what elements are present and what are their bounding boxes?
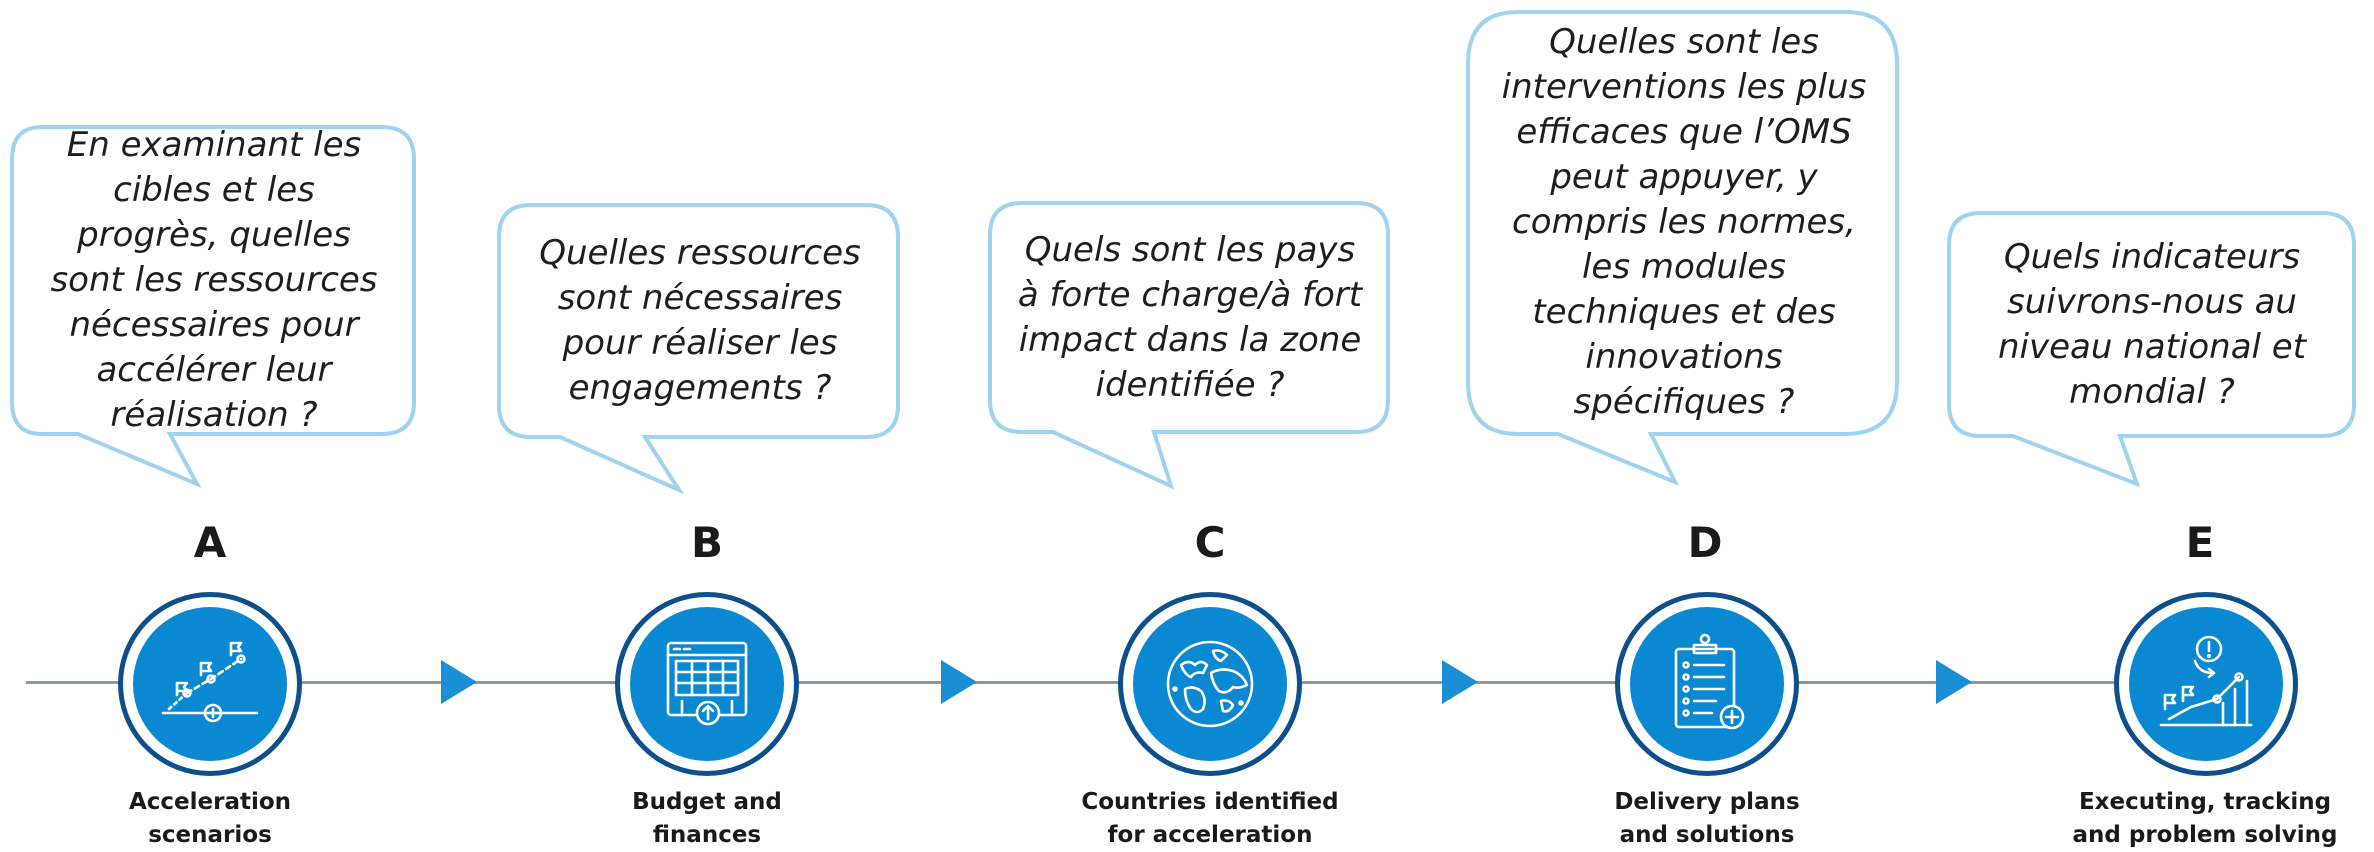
caption-a: Acceleration scenarios	[128, 789, 292, 848]
budget-spreadsheet-icon	[666, 641, 748, 726]
question-e: Quels indicateurs suivrons-nous au nivea…	[1997, 236, 2307, 412]
arrow-icon	[941, 660, 977, 704]
question-c: Quels sont les pays à forte charge/à for…	[1017, 229, 1363, 405]
tracking-growth-icon	[2159, 635, 2253, 727]
arrow-icon	[1936, 660, 1972, 704]
step-node-d	[1615, 592, 1799, 776]
step-letter-d: D	[1687, 518, 1723, 567]
caption-e: Executing, tracking and problem solving	[2072, 789, 2338, 848]
caption-c: Countries identified for acceleration	[1081, 789, 1339, 848]
question-b: Quelles ressources sont nécessaires pour…	[539, 233, 861, 408]
arrow-icon	[441, 660, 477, 704]
speech-bubble-d	[1466, 10, 1899, 486]
caption-d: Delivery plans and solutions	[1614, 789, 1800, 848]
step-node-c	[1118, 592, 1302, 776]
arrow-icon	[1442, 660, 1478, 704]
acceleration-scenarios-icon	[161, 641, 259, 723]
step-letter-a: A	[193, 518, 227, 567]
caption-b: Budget and finances	[632, 789, 782, 848]
step-node-a	[118, 592, 302, 776]
globe-icon	[1166, 640, 1254, 728]
question-a: En examinant les cibles et les progrès, …	[50, 125, 378, 435]
step-node-e	[2114, 592, 2298, 776]
clipboard-checklist-icon	[1674, 633, 1745, 730]
question-d: Quelles sont les interventions les plus …	[1501, 21, 1867, 422]
speech-bubble-a	[10, 125, 416, 489]
step-node-b	[615, 592, 799, 776]
step-letter-c: C	[1194, 518, 1226, 567]
step-letter-e: E	[2185, 518, 2215, 567]
speech-bubble-b	[497, 203, 900, 495]
speech-bubble-e	[1947, 211, 2356, 488]
speech-bubble-c	[988, 201, 1390, 490]
step-letter-b: B	[690, 518, 723, 567]
